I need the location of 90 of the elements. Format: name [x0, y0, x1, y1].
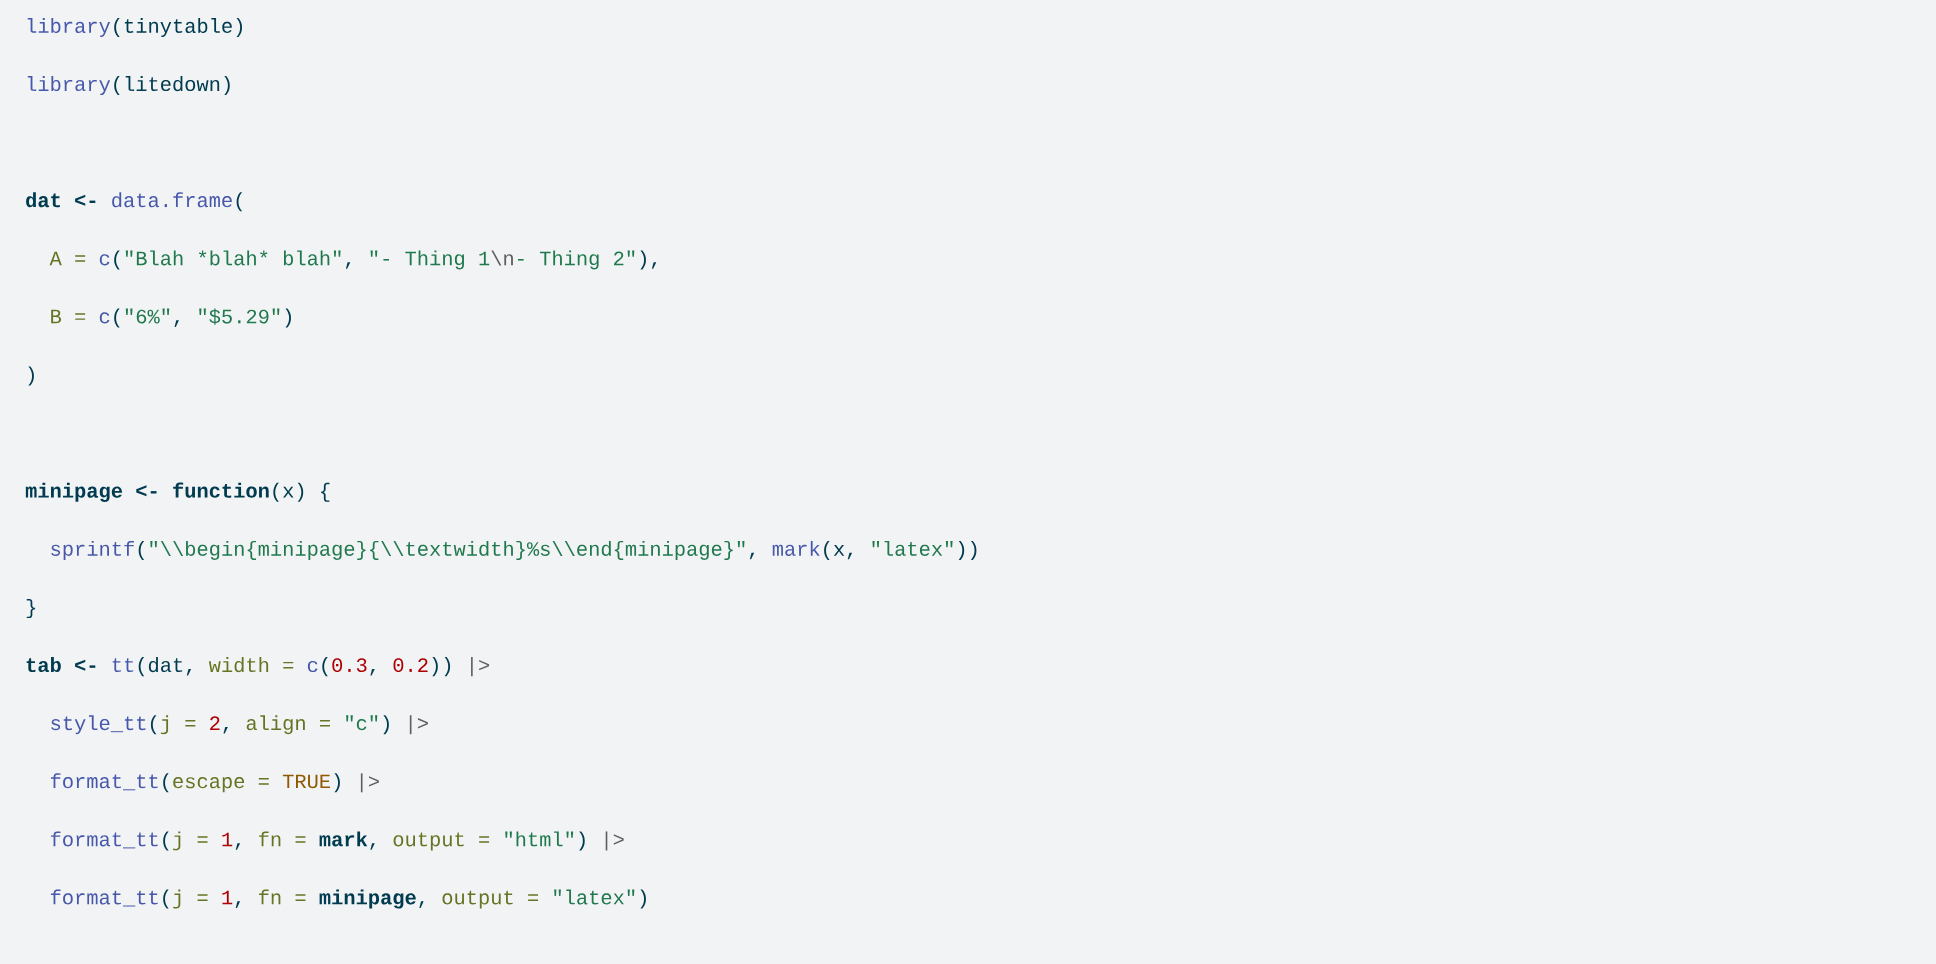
- code-token: (x,: [824, 540, 853, 560]
- code-token: (: [163, 773, 169, 793]
- code-token: "\\begin{minipage}{\\textwidth}%s\\end{minipage}": [150, 540, 745, 560]
- code-token: ): [28, 366, 34, 386]
- code-token: ,: [749, 552, 755, 560]
- code-token: format_tt: [50, 889, 158, 907]
- code-token: tab <-: [26, 657, 96, 673]
- code-token: |>: [360, 773, 379, 793]
- code-token: (tinytable): [114, 18, 242, 37]
- code-token: (: [163, 889, 169, 909]
- code-token: (: [114, 250, 120, 270]
- code-token: (litedown): [114, 76, 230, 96]
- code-token: (x): [273, 482, 304, 502]
- code-token: *: [260, 250, 268, 258]
- code-token: ,: [419, 901, 424, 908]
- code-token: (: [322, 657, 328, 677]
- code-token: (: [236, 192, 243, 212]
- code-token: ,: [223, 727, 228, 734]
- code-token: minipage <-: [25, 482, 157, 502]
- code-token: j =: [173, 831, 208, 851]
- code-token: "Blah: [125, 250, 183, 266]
- code-token: 2: [210, 716, 220, 730]
- code-token: 1: [222, 890, 233, 905]
- code-token: j =: [160, 715, 196, 735]
- code-token: ,: [370, 843, 375, 850]
- code-token: tt: [112, 658, 134, 673]
- code-token: "latex": [554, 889, 635, 905]
- code-token: - Thing 2": [518, 250, 635, 270]
- code-token: function: [173, 482, 269, 498]
- code-token: data.frame: [112, 192, 232, 208]
- code-token: ): [640, 889, 646, 909]
- code-token: |>: [471, 657, 490, 677]
- code-token: (: [163, 831, 169, 851]
- code-token: "$5.29": [199, 308, 280, 325]
- code-token: TRUE: [282, 774, 331, 789]
- code-token: 1: [222, 832, 233, 847]
- code-token: mark: [319, 831, 368, 847]
- code-token: output =: [442, 890, 538, 909]
- code-token: 0.3: [332, 658, 367, 673]
- code-token: ): [334, 773, 340, 793]
- code-token: fn =: [259, 889, 306, 905]
- code-token: "c": [346, 715, 378, 731]
- code-token: "6%": [125, 308, 170, 324]
- code-token: ,: [235, 843, 241, 850]
- code-token: escape =: [173, 777, 269, 793]
- code-token: |>: [409, 715, 428, 735]
- code-token: format_tt: [50, 773, 158, 791]
- code-token: style_tt: [51, 715, 146, 735]
- code-token: B =: [51, 309, 86, 324]
- code-token: "latex": [872, 540, 953, 556]
- code-token: *: [198, 250, 207, 258]
- code-token: j =: [173, 889, 208, 909]
- code-token: ,: [345, 262, 351, 269]
- code-token: (: [150, 715, 157, 735]
- code-token: }: [26, 599, 36, 619]
- code-token: {: [321, 482, 330, 502]
- code-token: fn =: [259, 831, 306, 847]
- code-token: )): [432, 657, 451, 677]
- code-token: dat <-: [26, 192, 96, 208]
- code-token: ): [285, 308, 291, 328]
- code-token: "html": [505, 831, 574, 847]
- code-token: c: [307, 660, 318, 673]
- code-token: mark: [772, 540, 820, 556]
- code-token: (dat,: [138, 657, 192, 677]
- code-token: width =: [208, 657, 294, 673]
- code-token: (: [138, 540, 145, 560]
- code-token: (: [114, 308, 120, 328]
- code-token: 0.2: [393, 658, 428, 673]
- code-token: c: [99, 312, 110, 324]
- code-token: |>: [605, 831, 624, 851]
- code-token: blah": [283, 250, 341, 266]
- code-token: ,: [235, 901, 241, 908]
- code-token: ),: [640, 250, 657, 270]
- code-token: format_tt: [50, 831, 158, 849]
- code-token: output =: [393, 832, 490, 851]
- code-token: library: [27, 76, 111, 96]
- code-token: ,: [370, 668, 375, 676]
- code-token: library: [27, 18, 111, 37]
- code-token: "- Thing 1: [370, 250, 490, 270]
- code-token: minipage: [319, 889, 416, 909]
- code-token: c: [99, 254, 110, 266]
- code-token: ,: [174, 320, 179, 327]
- code-token: blah: [210, 250, 256, 266]
- code-token: sprintf: [51, 540, 134, 560]
- code-token: ): [383, 715, 389, 735]
- code-token: )): [958, 540, 977, 560]
- code-token: A =: [49, 251, 86, 266]
- code-token: align =: [246, 715, 330, 735]
- code-token: \n: [491, 250, 513, 266]
- code-token: ): [579, 831, 585, 851]
